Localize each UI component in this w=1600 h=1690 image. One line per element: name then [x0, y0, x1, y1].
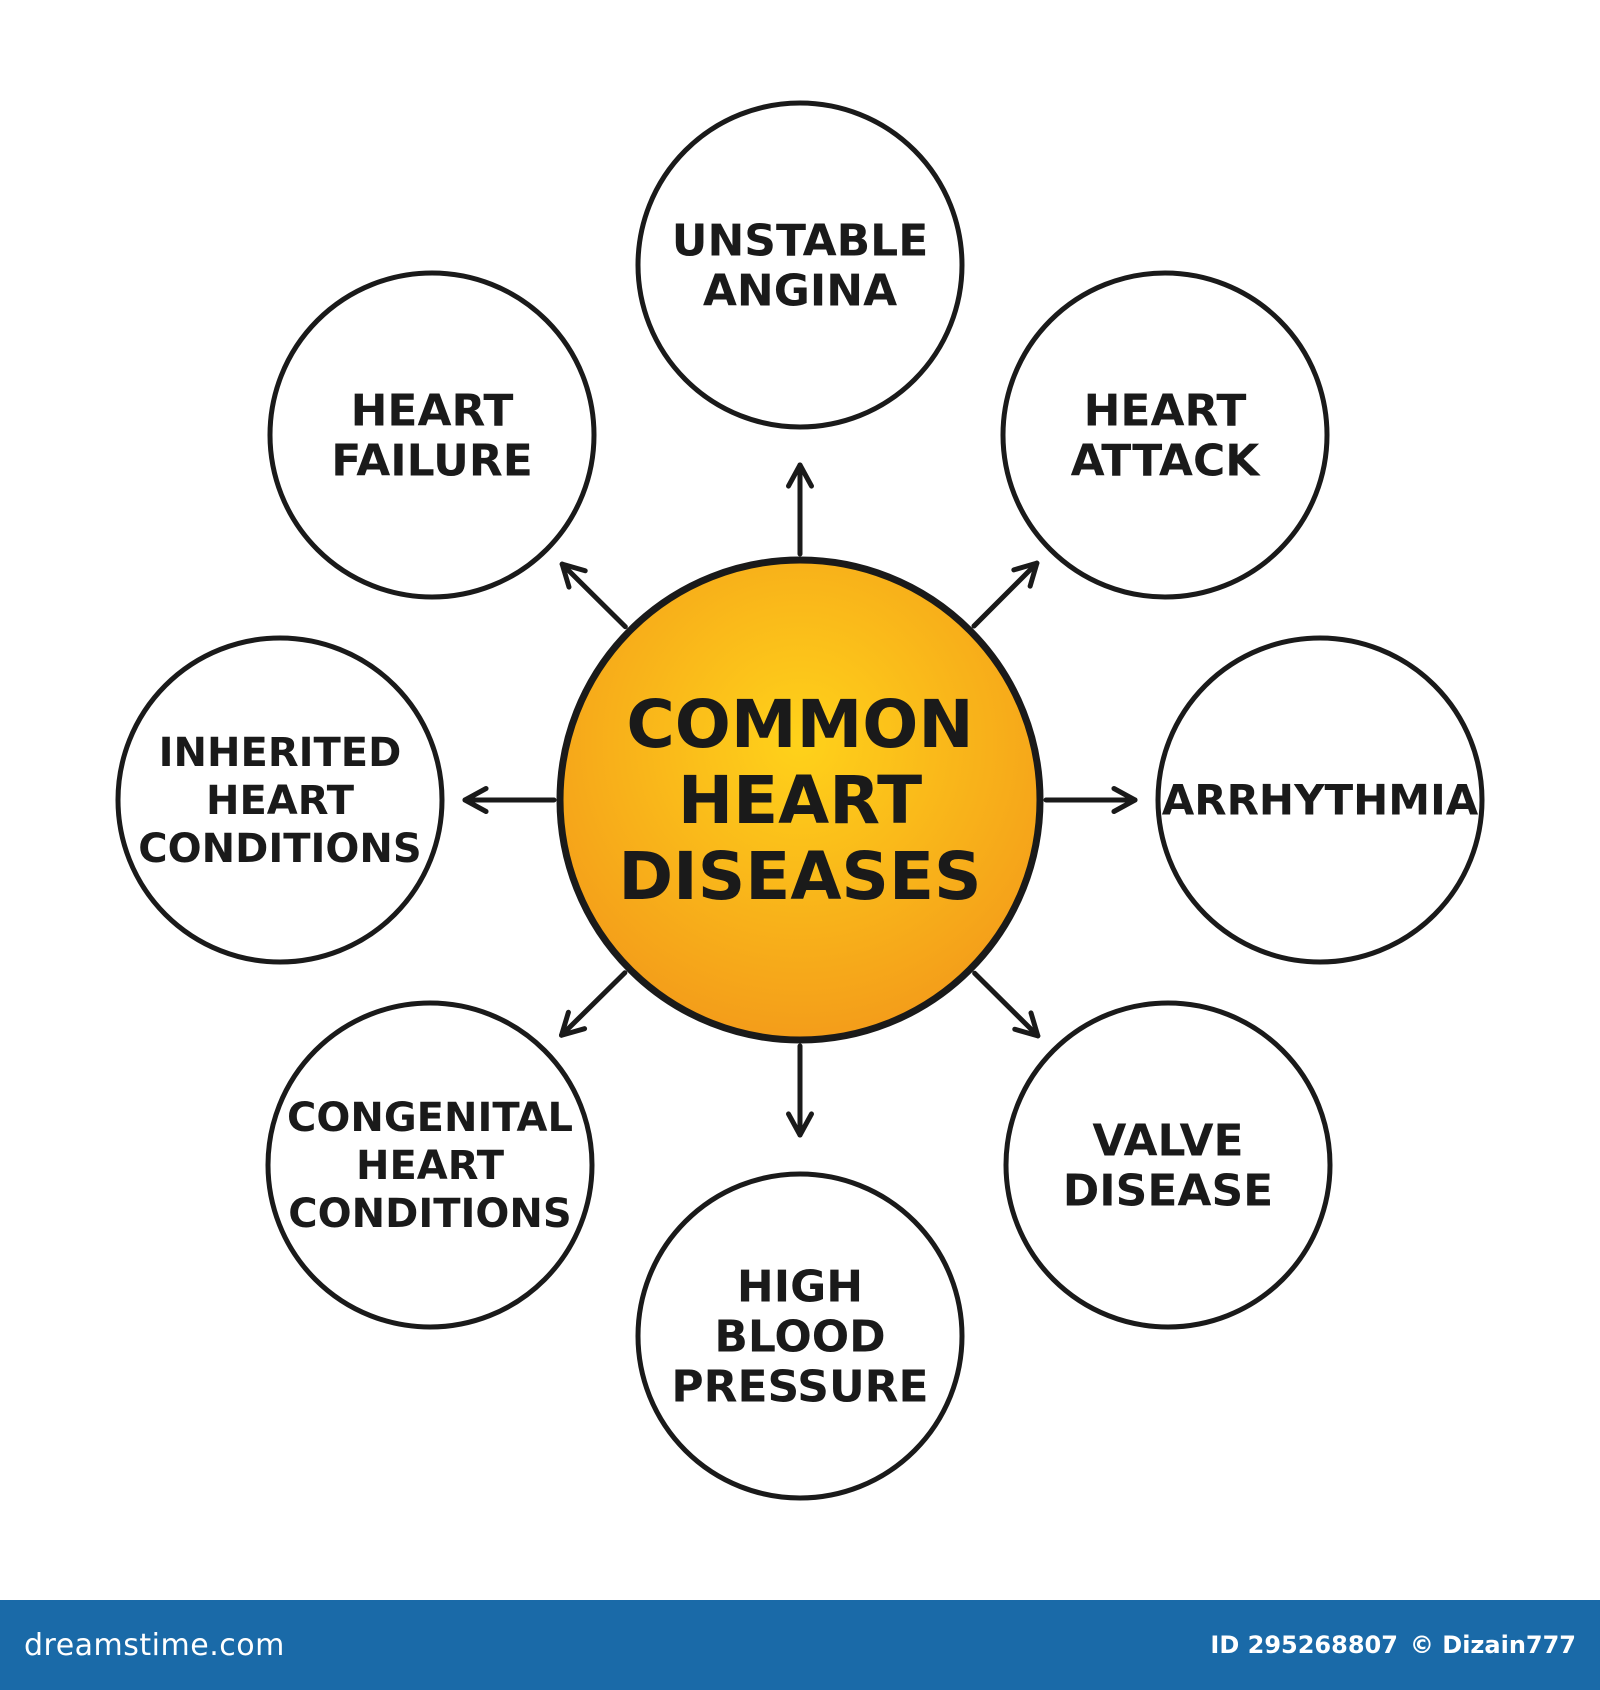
central-title-line: HEART [678, 762, 922, 839]
arrow-unstable-angina [785, 462, 815, 557]
node-circle [1003, 1000, 1333, 1330]
author-credit: © Dizain777 [1409, 1631, 1576, 1659]
node-label-line: FAILURE [331, 435, 533, 486]
node-label-line: ATTACK [1071, 435, 1262, 486]
node-label-line: CONDITIONS [138, 826, 421, 872]
node-label-line: HEART [206, 778, 355, 824]
arrow-heart-attack [971, 560, 1040, 629]
arrow-congenital-heart-conditions [559, 970, 628, 1038]
central-circle [556, 556, 1044, 1044]
arrow-inherited-heart-conditions [462, 785, 557, 815]
arrow-valve-disease [972, 970, 1041, 1039]
node-label-line: BLOOD [714, 1311, 885, 1362]
image-credit: ID 295268807 © Dizain777 [1210, 1631, 1576, 1659]
mind-map-diagram: UNSTABLEANGINAHEARTATTACKARRHYTHMIAVALVE… [115, 100, 1485, 1501]
arrow-arrhythmia [1043, 785, 1138, 815]
image-id: ID 295268807 [1210, 1631, 1398, 1659]
node-label-line: HIGH [737, 1261, 863, 1312]
central-title-line: COMMON [626, 686, 973, 763]
topic-nodes: UNSTABLEANGINAHEARTATTACKARRHYTHMIAVALVE… [115, 100, 1485, 1501]
arrow-heart-failure [559, 561, 628, 630]
node-label-line: CONGENITAL [287, 1095, 573, 1141]
central-title-line: DISEASES [618, 838, 981, 915]
node-circle [265, 1000, 595, 1330]
node-circle [1155, 635, 1485, 965]
node-label-line: CONDITIONS [288, 1191, 571, 1237]
node-label-line: PRESSURE [671, 1361, 928, 1412]
node-label-line: VALVE [1092, 1115, 1243, 1166]
node-circle [267, 270, 597, 600]
node-label-line: UNSTABLE [672, 215, 929, 266]
node-label-line: HEART [1084, 385, 1247, 436]
node-label-line: HEART [356, 1143, 505, 1189]
node-label-line: ANGINA [703, 265, 897, 316]
site-logo-text: dreamstime.com [24, 1627, 285, 1663]
node-circle [635, 1171, 965, 1501]
connector-arrows [462, 462, 1138, 1138]
node-label-line: ARRHYTHMIA [1162, 776, 1479, 825]
node-arrhythmia: ARRHYTHMIA [1155, 635, 1485, 965]
node-label-line: DISEASE [1063, 1165, 1273, 1216]
node-circle [115, 635, 445, 965]
watermark-footer-bar: dreamstime.com ID 295268807 © Dizain777 [0, 1600, 1600, 1690]
node-label-line: INHERITED [159, 730, 402, 776]
arrow-high-blood-pressure [785, 1043, 815, 1138]
node-circle [1000, 270, 1330, 600]
node-label-line: HEART [351, 385, 514, 436]
node-circle [635, 100, 965, 430]
